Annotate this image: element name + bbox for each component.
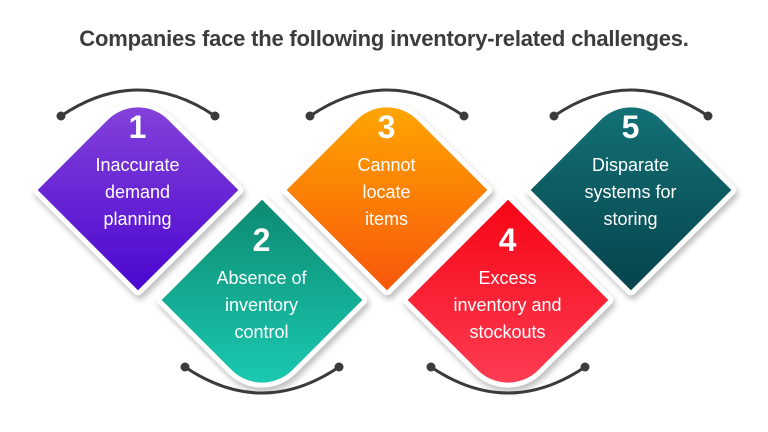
challenge-number: 5 bbox=[621, 109, 640, 145]
challenge-label: Disparate systems for storing bbox=[584, 155, 677, 229]
page-title: Companies face the following inventory-r… bbox=[79, 26, 689, 51]
challenge-number: 1 bbox=[128, 109, 147, 145]
challenge-card-2: 2 Absence of inventory control bbox=[154, 192, 369, 407]
challenge-number: 4 bbox=[498, 222, 517, 258]
challenge-label: Excess inventory and stockouts bbox=[453, 268, 562, 342]
challenge-label: Inaccurate demand planning bbox=[95, 155, 180, 229]
challenge-card-1: 1 Inaccurate demand planning bbox=[30, 82, 245, 297]
challenge-number: 2 bbox=[252, 222, 271, 258]
arc-ornament-icon bbox=[549, 88, 712, 121]
challenge-number: 3 bbox=[377, 109, 396, 145]
arc-ornament-icon bbox=[56, 88, 219, 121]
challenge-content: 4 Excess inventory and stockouts bbox=[400, 192, 615, 346]
arc-ornament-icon bbox=[426, 362, 589, 395]
challenge-content: 5 Disparate systems for storing bbox=[523, 82, 738, 233]
challenge-content: 1 Inaccurate demand planning bbox=[30, 82, 245, 233]
challenge-card-3: 3 Cannot locate items bbox=[279, 82, 494, 297]
challenge-label: Absence of inventory control bbox=[216, 268, 307, 342]
challenge-content: 2 Absence of inventory control bbox=[154, 192, 369, 346]
challenge-card-4: 4 Excess inventory and stockouts bbox=[400, 192, 615, 407]
challenge-card-5: 5 Disparate systems for storing bbox=[523, 82, 738, 297]
arc-ornament-icon bbox=[305, 88, 468, 121]
challenge-label: Cannot locate items bbox=[357, 155, 416, 229]
challenge-content: 3 Cannot locate items bbox=[279, 82, 494, 233]
arc-ornament-icon bbox=[180, 362, 343, 395]
